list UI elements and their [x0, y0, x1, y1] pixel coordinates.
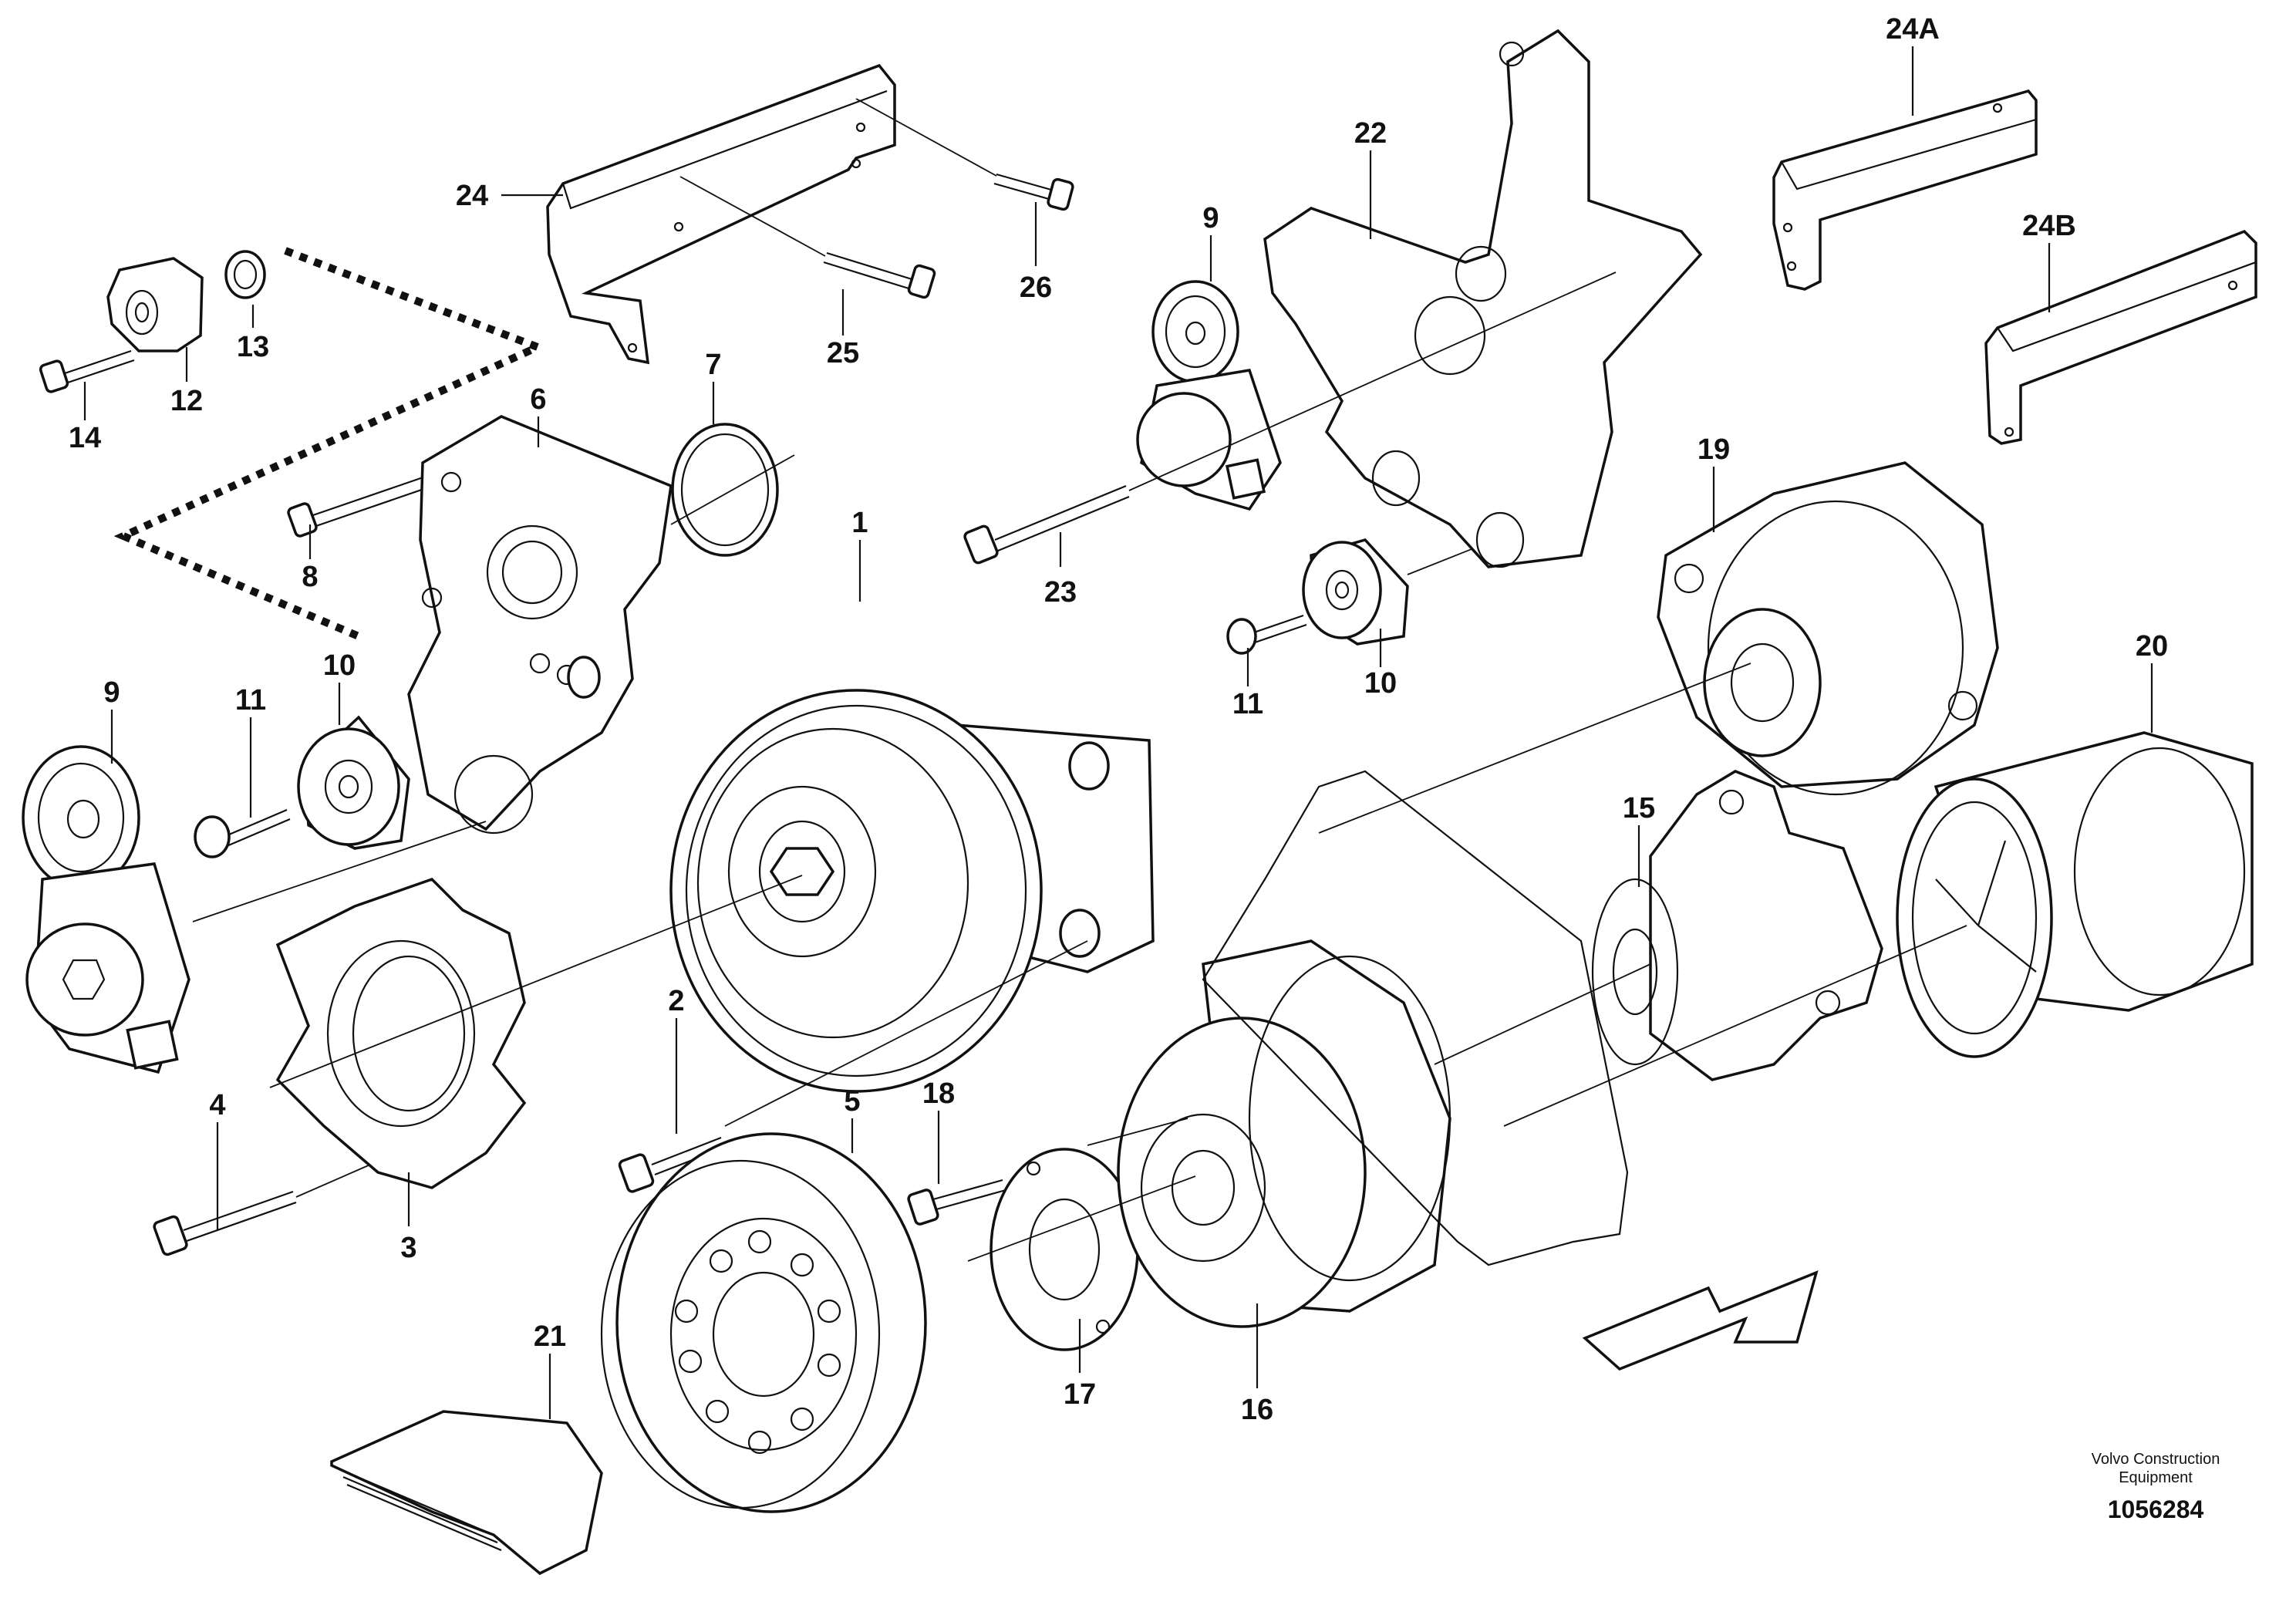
- part-1-pulley: [669, 689, 1155, 1093]
- part-25-bolt: [679, 176, 936, 299]
- callout-leader-lines: [83, 46, 2153, 1419]
- callout-5: 5: [844, 1085, 860, 1118]
- callout-11-left: 11: [235, 684, 266, 717]
- callout-11-right: 11: [1232, 688, 1263, 720]
- part-11-bolt-left: [194, 808, 291, 858]
- part-24-bracket: [546, 63, 896, 365]
- callout-24a: 24A: [1886, 13, 1940, 46]
- part-24a-bracket: [1772, 89, 2038, 291]
- part-19-alternator: [1657, 461, 1999, 796]
- part-10-idler-right: [1302, 538, 1472, 646]
- callout-3: 3: [400, 1232, 416, 1264]
- part-6-housing: [407, 415, 673, 835]
- part-23-bolt: [963, 271, 1617, 565]
- part-13-washer: [224, 250, 266, 299]
- callout-10-left: 10: [323, 649, 356, 682]
- part-14-bolt: [39, 349, 135, 393]
- callout-24b: 24B: [2022, 210, 2076, 242]
- callout-20: 20: [2136, 630, 2168, 663]
- callout-25: 25: [827, 337, 859, 369]
- callout-23: 23: [1044, 576, 1077, 609]
- callout-10-right: 10: [1364, 667, 1397, 700]
- callout-2: 2: [668, 985, 684, 1017]
- callout-12: 12: [170, 385, 203, 417]
- callout-4: 4: [209, 1089, 225, 1121]
- callout-1: 1: [851, 507, 868, 539]
- part-3-impeller: [275, 877, 527, 1189]
- callout-16: 16: [1241, 1394, 1273, 1426]
- callout-17: 17: [1064, 1378, 1096, 1411]
- part-15-housing: [1591, 770, 1883, 1081]
- callout-19: 19: [1698, 433, 1730, 466]
- assembly-dashed-outline: [113, 247, 548, 640]
- callout-15: 15: [1623, 792, 1655, 824]
- callout-18: 18: [922, 1077, 955, 1110]
- forward-arrow-icon: [1582, 1270, 1819, 1371]
- part-16-pulley: [1117, 939, 1451, 1328]
- document-number: 1056284: [2108, 1496, 2204, 1523]
- assembly-axis-lines: [192, 454, 1967, 1262]
- part-12-bracket: [106, 257, 204, 352]
- part-24b-bracket: [1984, 229, 2257, 445]
- credit-line-1: Volvo Construction: [2092, 1451, 2220, 1468]
- drive-belt-loop: [1202, 770, 1629, 1266]
- callout-13: 13: [237, 331, 269, 363]
- callout-7: 7: [705, 349, 721, 381]
- part-9-tensioner-left: [22, 745, 190, 1074]
- part-5-damper: [600, 1132, 927, 1513]
- part-18-bolt: [907, 1179, 1006, 1226]
- part-17-spacer: [990, 1148, 1139, 1351]
- callout-9-right: 9: [1202, 202, 1219, 234]
- part-7-o-ring: [671, 423, 779, 557]
- callout-14: 14: [69, 422, 101, 454]
- part-22-bracket: [1263, 29, 1703, 568]
- callout-9-left: 9: [103, 676, 120, 709]
- part-21-belt: [330, 1410, 603, 1576]
- part-9-tensioner-right: [1136, 280, 1282, 511]
- part-11-bolt-right: [1226, 614, 1307, 655]
- part-26-bolt: [855, 98, 1074, 211]
- part-20-compressor: [1896, 731, 2254, 1058]
- callout-6: 6: [530, 383, 546, 416]
- callout-22: 22: [1354, 117, 1387, 150]
- callout-8: 8: [302, 561, 318, 593]
- part-4-bolt: [153, 1164, 371, 1256]
- part-10-idler-left: [297, 715, 410, 850]
- callout-21: 21: [534, 1320, 566, 1353]
- callout-24: 24: [456, 180, 488, 212]
- callout-26: 26: [1020, 271, 1052, 304]
- credit-line-2: Equipment: [2119, 1469, 2193, 1486]
